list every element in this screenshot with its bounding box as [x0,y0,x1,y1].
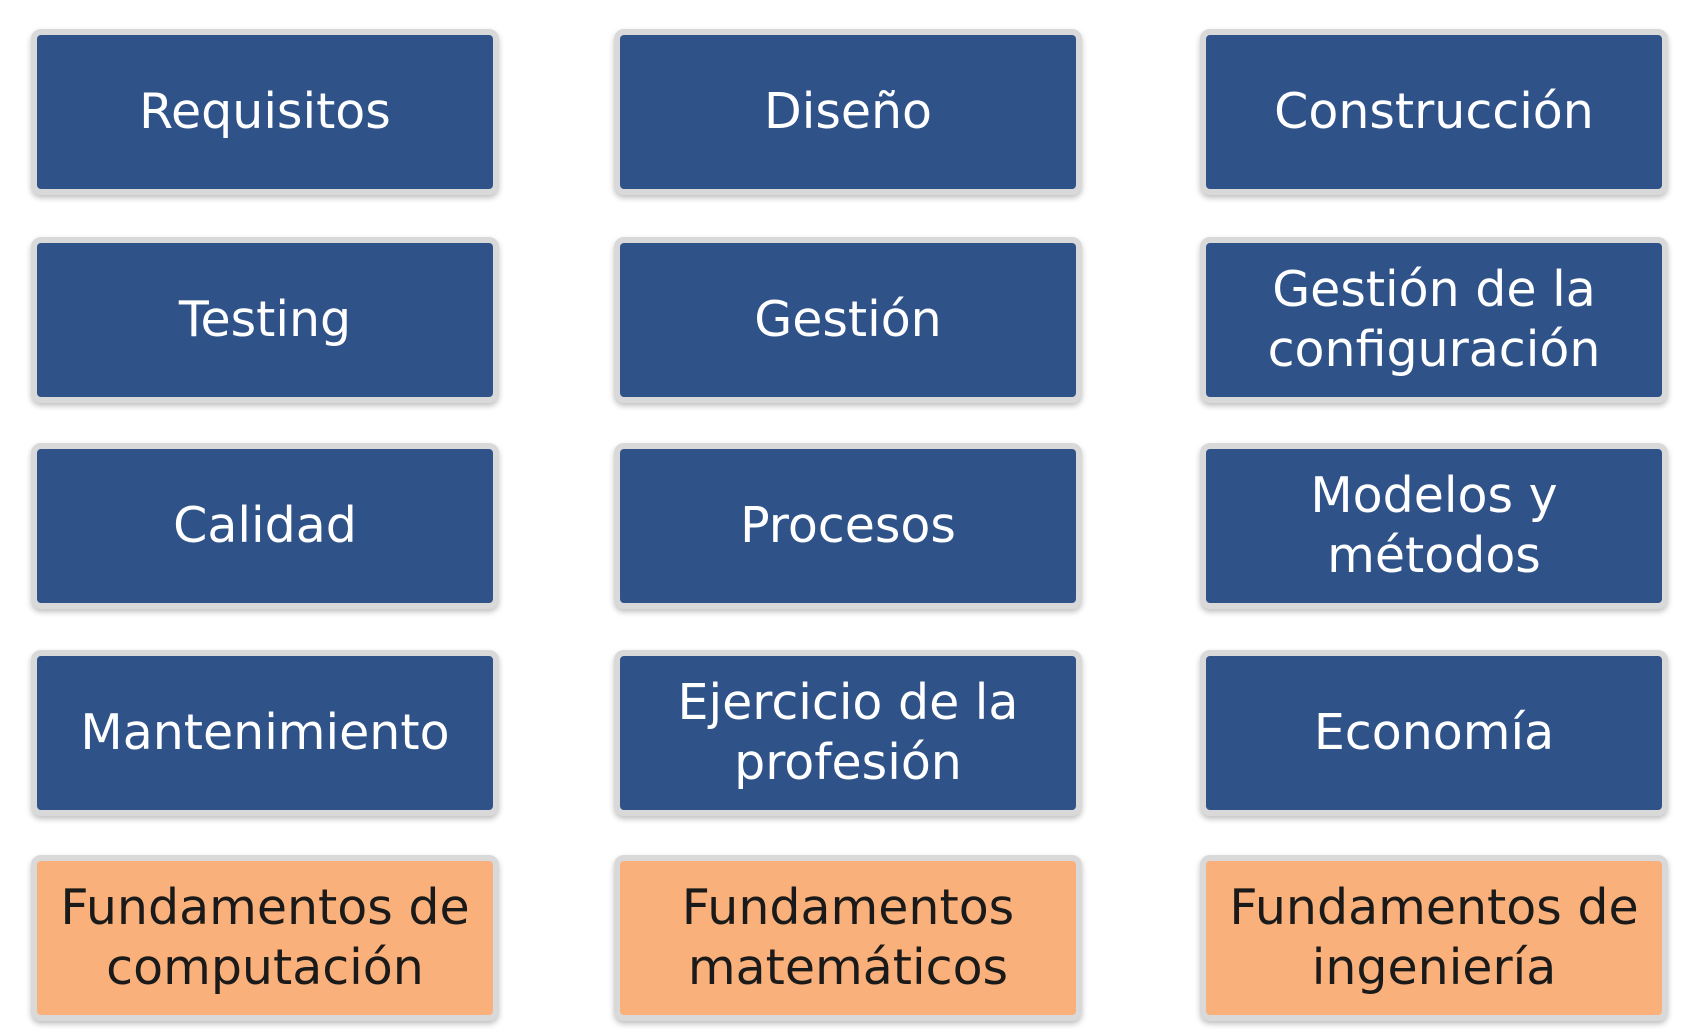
tile-label: Calidad [173,497,357,555]
tile-fundamentos-computacion: Fundamentos de computación [31,855,499,1021]
tile-modelos-metodos: Modelos y métodos [1200,443,1668,609]
tile-label: Requisitos [139,83,391,141]
tile-label: Testing [178,291,352,349]
tile-label: Economía [1313,704,1555,762]
tile-mantenimiento: Mantenimiento [31,650,499,816]
tile-fundamentos-ingenieria: Fundamentos de ingeniería [1200,855,1668,1021]
tile-calidad: Calidad [31,443,499,609]
tile-label: Procesos [740,497,956,555]
tile-label: Mantenimiento [80,704,450,762]
tile-label: Diseño [763,83,933,141]
tile-fundamentos-matematicos: Fundamentos matemáticos [614,855,1082,1021]
tile-construccion: Construcción [1200,29,1668,195]
tile-label: Construcción [1274,83,1594,141]
tile-label: Fundamentos de computación [60,879,470,996]
tile-procesos: Procesos [614,443,1082,609]
tile-label: Fundamentos matemáticos [681,879,1015,996]
tile-label: Fundamentos de ingeniería [1229,879,1639,996]
tile-requisitos: Requisitos [31,29,499,195]
tile-label: Ejercicio de la profesión [677,674,1019,791]
tile-gestion: Gestión [614,237,1082,403]
tile-label: Gestión de la configuración [1267,261,1601,378]
tile-testing: Testing [31,237,499,403]
tile-diseno: Diseño [614,29,1082,195]
tile-label: Modelos y métodos [1310,467,1558,584]
tile-gestion-configuracion: Gestión de la configuración [1200,237,1668,403]
tile-label: Gestión [754,291,942,349]
tile-economia: Economía [1200,650,1668,816]
tile-ejercicio-profesion: Ejercicio de la profesión [614,650,1082,816]
